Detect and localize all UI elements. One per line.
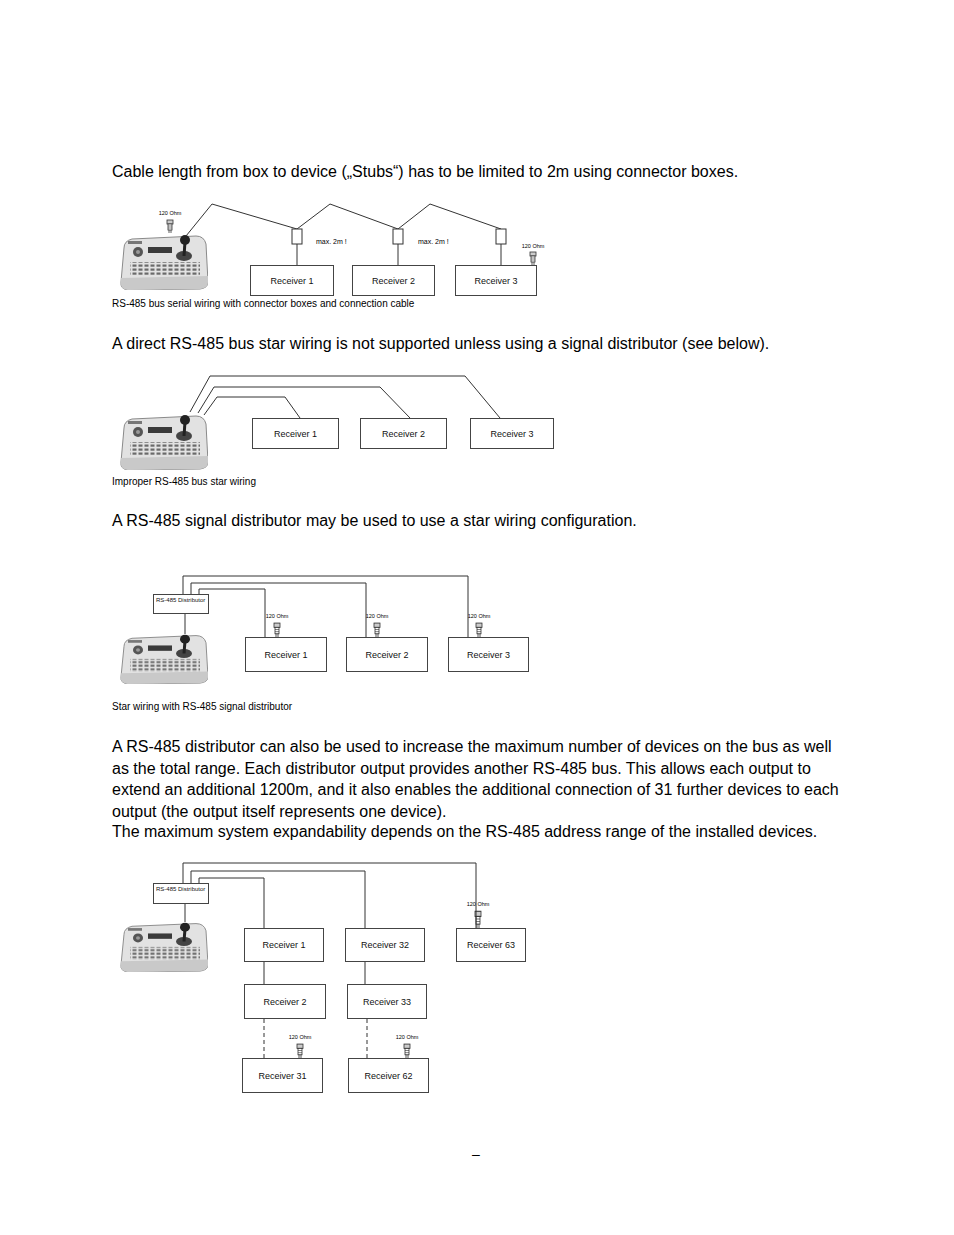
node-label: Receiver 3 bbox=[490, 429, 533, 439]
receiver-box: Receiver 2 bbox=[346, 637, 428, 672]
bus-wire bbox=[264, 962, 265, 984]
stub-cable bbox=[297, 244, 298, 265]
control-keyboard bbox=[121, 235, 208, 290]
bus-wire bbox=[183, 863, 476, 928]
annotation: 120 Ohm bbox=[366, 613, 389, 620]
terminator bbox=[274, 623, 280, 637]
distributor-box: RS-485 Distributor bbox=[153, 883, 209, 904]
receiver-box: Receiver 1 bbox=[250, 265, 334, 296]
text-line: A direct RS-485 bus star wiring is not s… bbox=[112, 334, 769, 353]
terminator bbox=[167, 220, 173, 233]
bus-cable bbox=[185, 614, 186, 634]
node-label: Receiver 62 bbox=[364, 1071, 412, 1081]
bus-wire bbox=[264, 1019, 265, 1058]
bus-cable bbox=[190, 376, 500, 418]
figure-caption: RS-485 bus serial wiring with connector … bbox=[112, 298, 414, 310]
stub-cable bbox=[398, 244, 399, 265]
paragraph: A RS-485 distributor can also be used to… bbox=[112, 736, 842, 822]
node-label: RS-485 Distributor bbox=[156, 886, 205, 892]
receiver-box: Receiver 2 bbox=[352, 265, 435, 296]
receiver-box: Receiver 1 bbox=[252, 418, 339, 449]
node-label: Receiver 31 bbox=[258, 1071, 306, 1081]
receiver-box: Receiver 3 bbox=[455, 265, 537, 296]
text-line: The maximum system expandability depends… bbox=[112, 822, 817, 841]
annotation: max. 2m ! bbox=[418, 238, 449, 246]
receiver-box: Receiver 3 bbox=[448, 637, 529, 672]
node-label: Receiver 63 bbox=[467, 940, 515, 950]
node-label: Receiver 3 bbox=[474, 276, 517, 286]
bus-cable bbox=[297, 204, 398, 229]
annotation: 120 Ohm bbox=[522, 243, 545, 250]
text-line: – bbox=[472, 1146, 480, 1163]
receiver-box: Receiver 63 bbox=[456, 928, 526, 962]
node-label: Receiver 2 bbox=[372, 276, 415, 286]
annotation: 120 Ohm bbox=[468, 613, 491, 620]
receiver-box: Receiver 2 bbox=[360, 418, 447, 449]
bus-wire bbox=[183, 576, 468, 637]
text-line: A RS-485 signal distributor may be used … bbox=[112, 511, 637, 530]
terminator bbox=[297, 1044, 303, 1058]
node-label: Receiver 3 bbox=[467, 650, 510, 660]
bus-cable bbox=[186, 204, 297, 236]
annotation: 120 Ohm bbox=[266, 613, 289, 620]
node-label: Receiver 2 bbox=[382, 429, 425, 439]
figure-caption: Improper RS-485 bus star wiring bbox=[112, 476, 256, 488]
annotation: 120 Ohm bbox=[289, 1034, 312, 1041]
receiver-box: Receiver 62 bbox=[348, 1058, 429, 1093]
annotation: max. 2m ! bbox=[316, 238, 347, 246]
receiver-box: Receiver 3 bbox=[470, 418, 554, 449]
stub-cable bbox=[501, 244, 502, 265]
node-label: Receiver 2 bbox=[263, 997, 306, 1007]
node-label: Receiver 33 bbox=[363, 997, 411, 1007]
terminator bbox=[530, 252, 536, 265]
node-label: Receiver 32 bbox=[361, 940, 409, 950]
receiver-box: Receiver 2 bbox=[244, 984, 326, 1019]
node-label: RS-485 Distributor bbox=[156, 597, 205, 603]
bus-cable bbox=[398, 204, 501, 229]
bus-wire bbox=[365, 962, 366, 984]
bus-wire bbox=[191, 871, 365, 928]
terminator bbox=[374, 623, 380, 637]
distributor-box: RS-485 Distributor bbox=[153, 594, 209, 614]
receiver-box: Receiver 33 bbox=[347, 984, 427, 1019]
terminator bbox=[476, 623, 482, 637]
annotation: 120 Ohm bbox=[396, 1034, 419, 1041]
annotation: 120 Ohm bbox=[159, 210, 182, 217]
node-label: Receiver 1 bbox=[264, 650, 307, 660]
bus-wire bbox=[191, 583, 366, 637]
control-keyboard bbox=[121, 415, 208, 470]
terminator bbox=[404, 1044, 410, 1058]
node-label: Receiver 1 bbox=[270, 276, 313, 286]
control-keyboard bbox=[121, 923, 208, 972]
connector-box bbox=[393, 229, 403, 244]
bus-cable bbox=[198, 387, 410, 418]
receiver-box: Receiver 1 bbox=[244, 928, 324, 962]
node-label: Receiver 1 bbox=[262, 940, 305, 950]
receiver-box: Receiver 31 bbox=[242, 1058, 323, 1093]
node-label: Receiver 1 bbox=[274, 429, 317, 439]
connector-box bbox=[496, 229, 506, 244]
connector-box bbox=[292, 229, 302, 244]
receiver-box: Receiver 32 bbox=[345, 928, 425, 962]
control-keyboard bbox=[121, 635, 208, 684]
node-label: Receiver 2 bbox=[365, 650, 408, 660]
receiver-box: Receiver 1 bbox=[245, 637, 327, 672]
bus-cable bbox=[185, 904, 186, 922]
figure-caption: Star wiring with RS-485 signal distribut… bbox=[112, 701, 292, 713]
bus-cable bbox=[204, 397, 300, 418]
bus-wire bbox=[367, 1019, 368, 1058]
annotation: 120 Ohm bbox=[467, 901, 490, 908]
text-line: Cable length from box to device („Stubs“… bbox=[112, 162, 738, 181]
